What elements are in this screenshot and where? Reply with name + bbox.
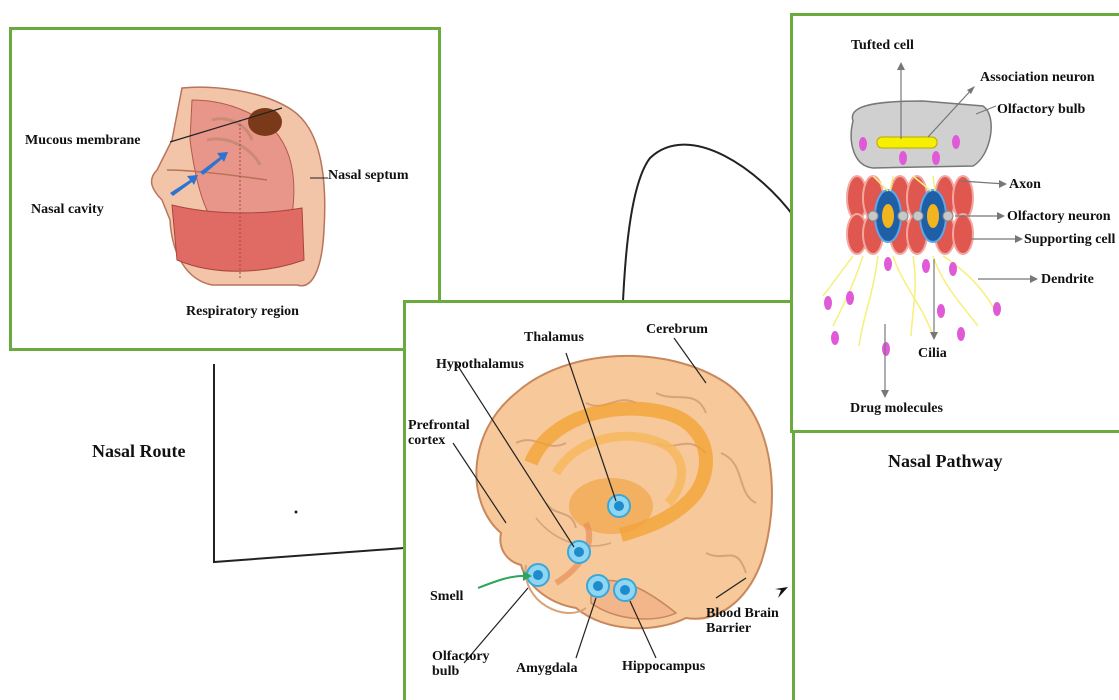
cerebrum-label: Cerebrum (646, 322, 708, 337)
olfactory-neuron-label: Olfactory neuron (1007, 209, 1111, 224)
region-marker-olfactory-bulb (527, 564, 549, 586)
thalamus-label: Thalamus (524, 330, 584, 345)
region-marker-thalamus (608, 495, 630, 517)
dot-marker (295, 511, 298, 514)
drug-molecules-dots (824, 257, 1001, 356)
prefrontal-cortex-label: Prefrontal cortex (408, 418, 488, 449)
sphenoid-sinus (248, 108, 282, 136)
dendrite-label: Dendrite (1041, 272, 1094, 287)
nasal-pathway-label: Nasal Pathway (888, 452, 1003, 472)
smell-label: Smell (430, 589, 463, 604)
olfactory-pathway-panel: Tufted cell Association neuron Olfactory… (790, 13, 1119, 433)
olfactory-bulb-label: Olfactory bulb (997, 102, 1085, 117)
nasal-cross-section-illustration (12, 30, 438, 348)
region-marker-hypothalamus (568, 541, 590, 563)
respiratory-region-label: Respiratory region (186, 304, 299, 319)
supporting-cells (847, 176, 973, 254)
amygdala-label: Amygdala (516, 661, 577, 676)
hypothalamus-label: Hypothalamus (436, 357, 524, 372)
region-marker-hippocampus (614, 579, 636, 601)
barrier-arrow-icon (775, 587, 788, 598)
cilia-label: Cilia (918, 346, 947, 361)
tufted-cell-label: Tufted cell (851, 38, 914, 53)
drug-molecules-label: Drug molecules (850, 401, 943, 416)
blood-brain-barrier-label: Blood Brain Barrier (706, 606, 792, 637)
nasal-cavity-label: Nasal cavity (31, 202, 104, 217)
nasal-anatomy-panel: Mucous membrane Nasal septum Nasal cavit… (9, 27, 441, 351)
brain-panel: Thalamus Cerebrum Hypothalamus Prefronta… (403, 300, 795, 700)
axon-label: Axon (1009, 177, 1041, 192)
nasal-route-label: Nasal Route (92, 442, 186, 462)
association-neuron-bar (877, 137, 937, 148)
hippocampus-label: Hippocampus (622, 659, 705, 674)
association-neuron-label: Association neuron (980, 70, 1094, 85)
olfactory-bulb-label: Olfactory bulb (432, 649, 502, 680)
nasal-septum-label: Nasal septum (328, 168, 409, 183)
region-marker-amygdala (587, 575, 609, 597)
mucous-membrane-label: Mucous membrane (25, 133, 141, 148)
route-connector (214, 364, 404, 562)
smell-arrow-icon (478, 576, 528, 588)
supporting-cell-label: Supporting cell (1024, 232, 1115, 247)
